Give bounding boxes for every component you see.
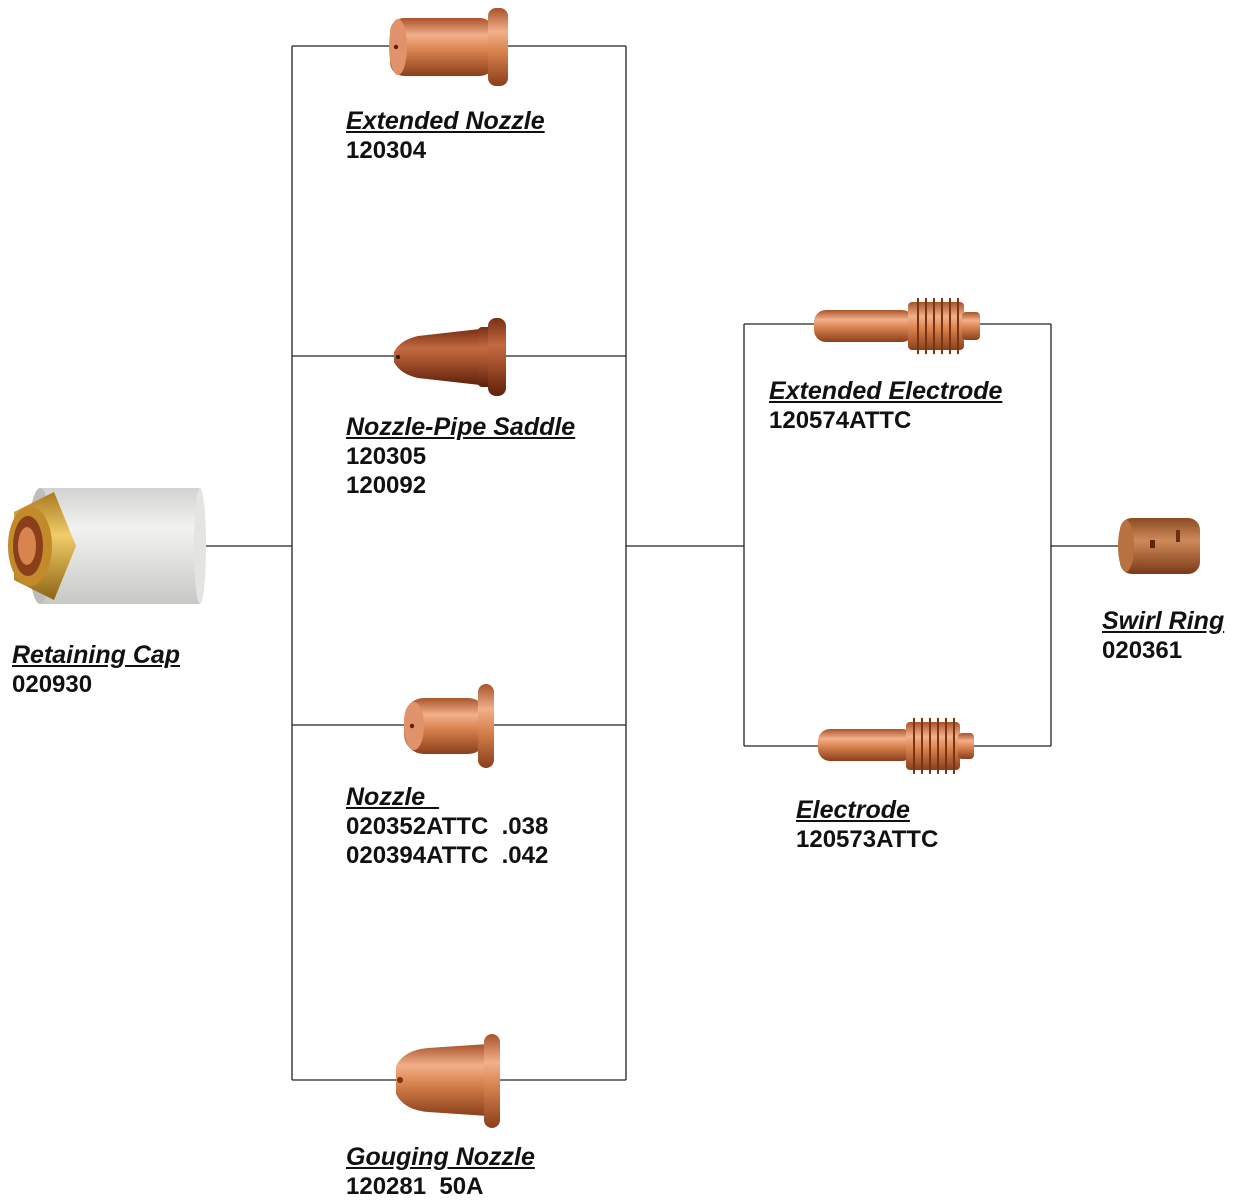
extended-electrode-label: Extended Electrode 120574ATTC <box>769 377 1002 435</box>
part-number: 020930 <box>12 671 93 698</box>
gouging-nozzle-image <box>396 1034 500 1128</box>
extended-electrode-image <box>814 298 980 354</box>
part-number: 120574ATTC <box>769 407 912 434</box>
gouging-nozzle-label: Gouging Nozzle 120281 50A <box>346 1143 535 1201</box>
nozzle-label: Nozzle 020352ATTC .038 020394ATTC .042 <box>346 783 548 870</box>
part-number: 120092 <box>346 472 427 499</box>
swirl-ring-image <box>1118 518 1200 574</box>
part-number: 020352ATTC .038 <box>346 813 549 840</box>
part-title: Extended Electrode <box>769 377 1003 405</box>
swirl-ring-label: Swirl Ring 020361 <box>1102 607 1224 665</box>
part-title: Nozzle-Pipe Saddle <box>346 413 576 441</box>
nozzle-image <box>404 684 494 768</box>
part-title: Electrode <box>796 796 910 824</box>
extended-nozzle-label: Extended Nozzle 120304 <box>346 107 545 165</box>
extended-nozzle-image <box>389 8 508 86</box>
part-title: Extended Nozzle <box>346 107 545 135</box>
part-number: 120304 <box>346 137 427 164</box>
part-number: 120281 50A <box>346 1173 484 1200</box>
retaining-cap-image <box>8 488 206 604</box>
part-number: 120573ATTC <box>796 826 939 853</box>
part-number: 020361 <box>1102 637 1183 664</box>
retaining-cap-label: Retaining Cap 020930 <box>12 641 180 699</box>
part-title: Gouging Nozzle <box>346 1143 535 1171</box>
electrode-label: Electrode 120573ATTC <box>796 796 938 854</box>
nozzle-pipe-saddle-label: Nozzle-Pipe Saddle 120305 120092 <box>346 413 575 500</box>
part-title: Swirl Ring <box>1102 607 1225 635</box>
part-title: Retaining Cap <box>12 641 181 669</box>
electrode-image <box>818 718 974 774</box>
part-number: 020394ATTC .042 <box>346 842 549 869</box>
connector-lines <box>200 45 1120 1081</box>
part-number: 120305 <box>346 443 427 470</box>
nozzle-pipe-saddle-image <box>394 318 506 396</box>
part-title: Nozzle <box>346 783 440 811</box>
